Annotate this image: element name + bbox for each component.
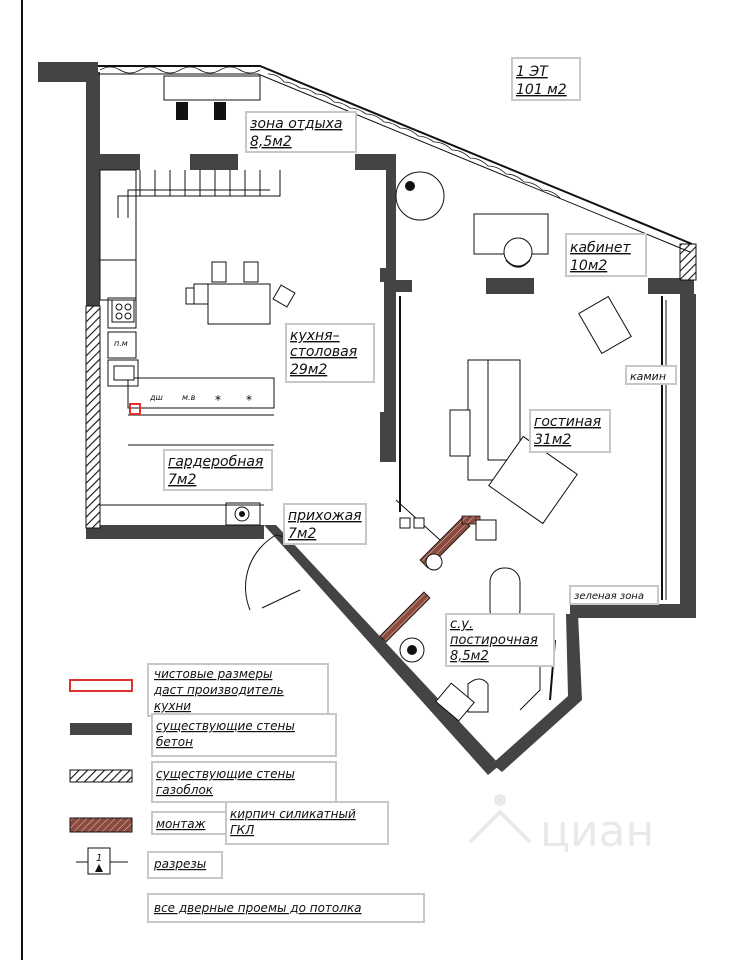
svg-text:*: * (246, 393, 252, 407)
furniture-lounge (163, 75, 261, 120)
wardrobe-name: гардеробная (168, 454, 263, 470)
bath-area: 8,5м2 (450, 649, 489, 664)
pm-label: п.м (114, 339, 128, 348)
furniture-office (395, 171, 549, 268)
lounge-name: зона отдыха (250, 116, 343, 132)
room-label-office: кабинет 10м2 (565, 233, 647, 277)
living-name: гостиная (534, 414, 601, 430)
legend-swatch-gasblock (69, 769, 133, 783)
legend-text-10: ГКЛ (230, 823, 254, 837)
legend-swatch-final-dimensions (69, 679, 133, 692)
legend-text-1: чистовые размеры (154, 667, 272, 681)
living-area: 31м2 (534, 432, 571, 448)
bath-name2: постирочная (450, 633, 538, 648)
legend-text-5: бетон (156, 735, 193, 749)
room-label-hall: прихожая 7м2 (283, 503, 367, 545)
floor-level: 1 ЭТ (516, 64, 549, 80)
furniture-dining (185, 261, 296, 325)
office-name: кабинет (570, 240, 632, 256)
gkl-partitions (399, 296, 667, 711)
legend-section-number: 1 (96, 853, 102, 864)
lounge-area: 8,5м2 (250, 134, 292, 150)
microwave-label: м.в (182, 393, 196, 402)
legend-text-12: все дверные проемы до потолка (154, 901, 362, 915)
office-area: 10м2 (570, 258, 607, 274)
svg-text:*: * (215, 393, 221, 407)
watermark-logo: циан (468, 794, 654, 857)
room-label-green: зеленая зона (569, 585, 659, 605)
kitchen-name2: столовая (290, 344, 357, 360)
legend-swatch-brick (69, 817, 133, 833)
legend-text-8: монтаж (156, 817, 206, 831)
bath-name: с.у. (450, 617, 473, 632)
furniture-bath (399, 553, 521, 722)
room-label-lounge: зона отдыха 8,5м2 (245, 111, 357, 153)
fireplace-name: камин (630, 370, 666, 383)
legend-text-7: газоблок (156, 783, 214, 797)
room-label-wardrobe: гардеробная 7м2 (163, 449, 273, 491)
room-outlines (99, 169, 441, 611)
legend-text-6: существующие стены (156, 767, 295, 781)
legend-swatch-concrete (70, 723, 132, 735)
wardrobe-area: 7м2 (168, 472, 196, 488)
appliance-marks: дш м.в п.м * * (111, 299, 252, 522)
facade-window-line (98, 65, 693, 253)
furniture-living (399, 295, 632, 541)
dishwasher-label: дш (149, 393, 164, 402)
hall-name: прихожая (288, 508, 362, 524)
legend-text-2: даст производитель (153, 683, 284, 697)
kitchen-name: кухня– (290, 328, 340, 344)
legend-text-11: разрезы (153, 857, 206, 871)
legend-text-3: кухни (154, 699, 191, 713)
floor-area: 101 м2 (516, 82, 567, 98)
room-label-fireplace: камин (625, 365, 677, 385)
room-label-bath: с.у. постирочная 8,5м2 (445, 613, 555, 667)
walls-concrete (38, 62, 696, 775)
legend-text-9: кирпич силикатный (230, 807, 356, 821)
legend: чистовые размеры даст производитель кухн… (69, 663, 425, 923)
floor-label-group: 1 ЭТ 101 м2 (511, 57, 581, 101)
green-zone-name: зеленая зона (574, 591, 644, 602)
room-label-kitchen: кухня– столовая 29м2 (285, 323, 375, 383)
watermark-text: циан (540, 806, 654, 857)
walls-gasblock (85, 243, 697, 529)
hall-area: 7м2 (288, 526, 316, 542)
legend-text-4: существующие стены (156, 719, 295, 733)
kitchen-area: 29м2 (290, 362, 327, 378)
room-label-living: гостиная 31м2 (529, 409, 611, 453)
legend-section-mark: 1 (76, 847, 128, 875)
staircase (117, 170, 281, 218)
